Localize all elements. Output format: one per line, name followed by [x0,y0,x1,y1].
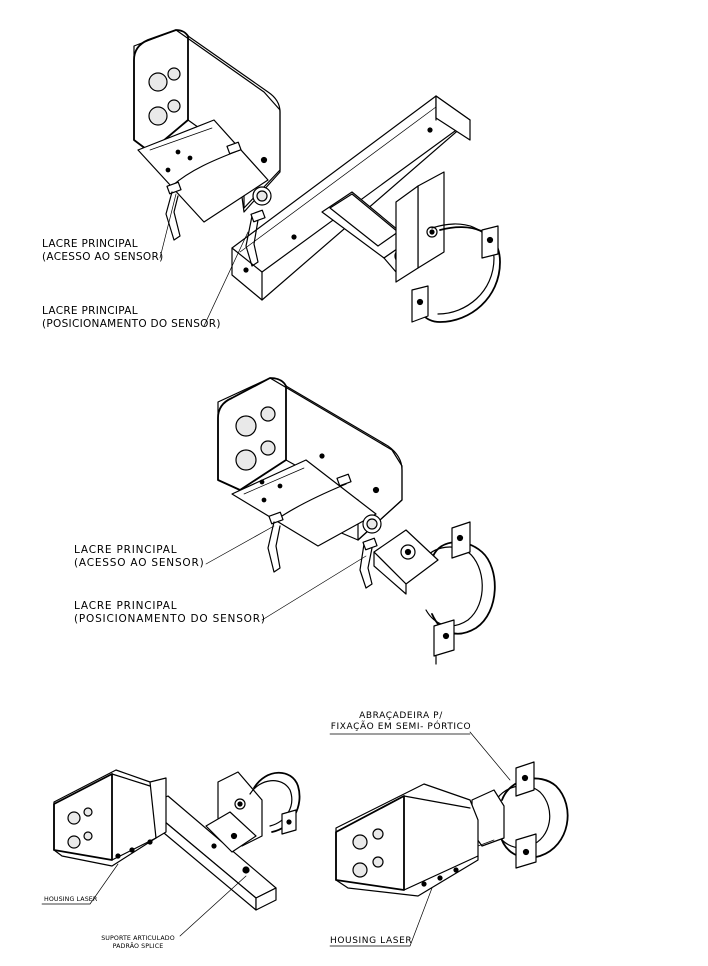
figure2-pole-clamp [423,521,496,665]
figure3-pole-clamp [249,771,301,835]
figure2-seal-positioning [359,514,382,589]
figure2-label-access-line2: (ACESSO AO SENSOR) [74,557,205,569]
figure2-label-positioning-line2: (POSICIONAMENTO DO SENSOR) [74,613,266,625]
figure1-leader-2 [203,231,249,327]
figure4-label-housing: HOUSING LASER [330,936,413,946]
figure2-leader-1 [205,525,275,565]
figure2-leader-2 [261,555,367,621]
figure2-articulated-bracket [373,529,439,595]
figure1-leader-1 [159,193,177,259]
figure3-label-support-line2: PADRÃO SPLICE [112,943,164,950]
figure2-drawing [205,377,496,665]
figure1-label-positioning-seal: LACRE PRINCIPAL (POSICIONAMENTO DO SENSO… [42,305,221,331]
figure4-label-clamp-line2: FIXAÇÃO EM SEMI- PÓRTICO [330,722,472,732]
figure3-sensor-housing [53,769,167,867]
figure4-sensor-housing [335,783,495,897]
figure1-drawing [133,29,501,327]
figure1-label-access-line1: LACRE PRINCIPAL [42,238,138,250]
figure4-pole-clamp [493,761,569,869]
figure1-pole-clamp [411,223,501,323]
figure3-articulated-bracket [205,771,263,853]
figure2-label-positioning-line1: LACRE PRINCIPAL [74,600,178,612]
figure2-access-lid [231,459,377,547]
figure4-label-clamp-line1: ABRAÇADEIRA P/ [359,711,443,721]
figure3-support-beam [145,795,277,911]
figure2-label-access-seal: LACRE PRINCIPAL (ACESSO AO SENSOR) [74,544,204,570]
figure4-leader-housing [329,887,433,947]
figure3-drawing [41,769,301,937]
figure1-seal-access [165,141,242,241]
figure3-leader-housing [41,863,119,905]
figure4-leader-clamp [469,731,511,781]
figure1-label-access-seal: LACRE PRINCIPAL (ACESSO AO SENSOR) [42,238,163,264]
figure4-label-clamp: ABRAÇADEIRA P/ FIXAÇÃO EM SEMI- PÓRTICO [326,711,476,733]
figure1-label-access-line2: (ACESSO AO SENSOR) [42,251,164,263]
figure3-label-housing: HOUSING LASER [44,896,98,903]
figure3-label-support-line1: SUPORTE ARTICULADO [101,935,175,942]
figure1-label-positioning-line1: LACRE PRINCIPAL [42,305,138,317]
figure1-seal-positioning [245,186,272,267]
figure1-label-positioning-line2: (POSICIONAMENTO DO SENSOR) [42,318,221,330]
figure4-drawing [329,731,569,947]
figure1-vertical-bracket [395,171,445,283]
figure3-label-support: SUPORTE ARTICULADO PADRÃO SPLICE [96,935,180,951]
figure2-label-access-line1: LACRE PRINCIPAL [74,544,178,556]
figure3-leader-support [179,875,247,937]
figure2-label-positioning-seal: LACRE PRINCIPAL (POSICIONAMENTO DO SENSO… [74,600,266,626]
figure2-seal-access [267,473,352,573]
